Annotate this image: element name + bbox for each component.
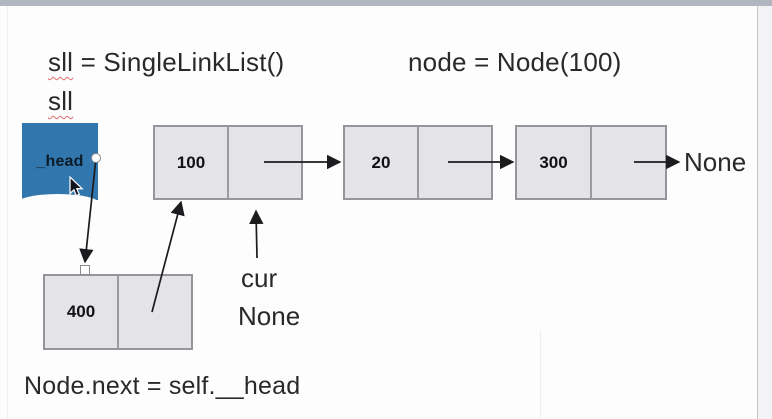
faint-guide-line [540,330,541,419]
node-next-cell [119,276,191,348]
right-gutter [757,6,772,419]
window-top-bar [0,0,772,6]
cur-none-label: None [238,301,301,331]
node-value-cell: 100 [155,127,229,198]
code-line-sll-label: sll [48,86,73,117]
head-pointer-box[interactable]: _head [22,123,98,200]
code-sll-token-2: sll [48,86,74,116]
left-edge-line [7,6,8,419]
code-line-node-next: Node.next = self.__head [24,372,301,400]
node-next-cell [592,127,665,198]
code-sll-token: sll [48,47,74,77]
cur-label: cur [241,263,278,293]
node-next-cell [229,127,301,198]
node-value-cell: 400 [45,276,119,348]
node-value-cell: 300 [517,127,592,198]
tail-none-label: None [684,147,747,177]
list-node-400[interactable]: 400 [43,274,193,350]
node-next-cell [419,127,491,198]
code-line-node-assignment: node = Node(100) [408,47,622,77]
list-node-20[interactable]: 20 [343,125,493,200]
code-line-sll-assignment: sll = SingleLinkList() [48,47,284,78]
arrow-cur-to-100 [249,209,264,259]
code-assignment-rest: = SingleLinkList() [73,47,285,77]
node-value-cell: 20 [345,127,419,198]
head-pointer-label: _head [36,152,84,170]
list-node-100[interactable]: 100 [153,125,303,200]
list-node-300[interactable]: 300 [515,125,667,200]
